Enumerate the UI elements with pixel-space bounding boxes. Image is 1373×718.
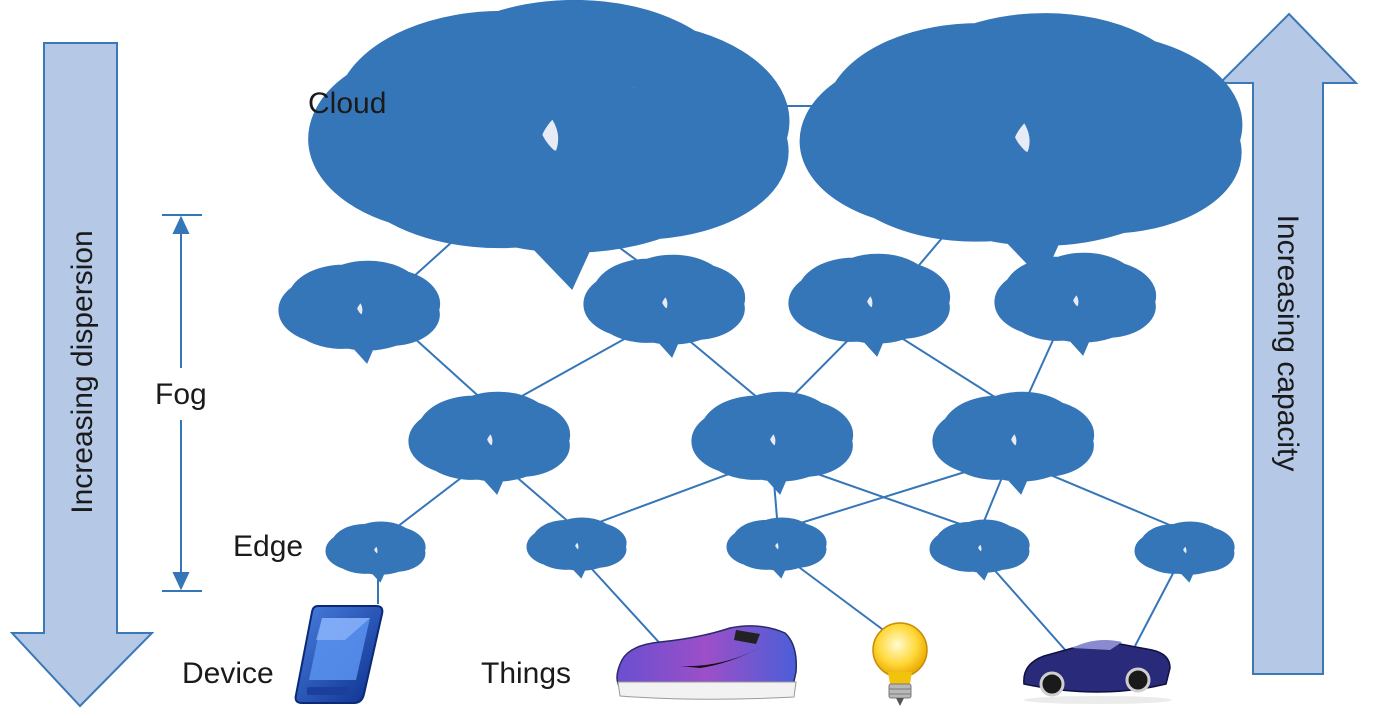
fog-node-3 — [830, 281, 908, 317]
car-icon — [1023, 640, 1172, 704]
fog-node-2 — [625, 282, 703, 318]
fog-layer-label: Fog — [155, 378, 207, 411]
cloud-layer-label: Cloud — [308, 87, 386, 120]
edge-node-1 — [351, 538, 399, 559]
sneaker-icon — [616, 625, 798, 700]
cloud-node-right — [915, 83, 1128, 176]
increasing-dispersion-arrow — [9, 42, 155, 708]
fog-node-6 — [733, 419, 811, 455]
smartphone-icon — [294, 605, 384, 704]
edge-layer-label: Edge — [233, 530, 303, 563]
fog-node-4 — [1036, 280, 1114, 316]
edge-node-2 — [552, 534, 600, 555]
lightbulb-icon — [872, 622, 928, 706]
fog-range-arrowhead-down — [172, 572, 190, 591]
device-layer-label: Device — [182, 657, 274, 690]
fog-range-arrowhead-up — [172, 215, 190, 234]
fog-node-7 — [974, 419, 1052, 455]
things-layer-label: Things — [481, 657, 571, 690]
fog-node-1 — [320, 288, 398, 324]
increasing-dispersion-label: Increasing dispersion — [66, 230, 99, 514]
edge-node-5 — [1160, 538, 1208, 559]
edge-node-3 — [752, 534, 800, 555]
cloud-node-left — [433, 76, 664, 177]
edge-node-4 — [955, 536, 1003, 557]
fog-node-5 — [450, 419, 528, 455]
increasing-capacity-label: Increasing capacity — [1271, 215, 1304, 472]
